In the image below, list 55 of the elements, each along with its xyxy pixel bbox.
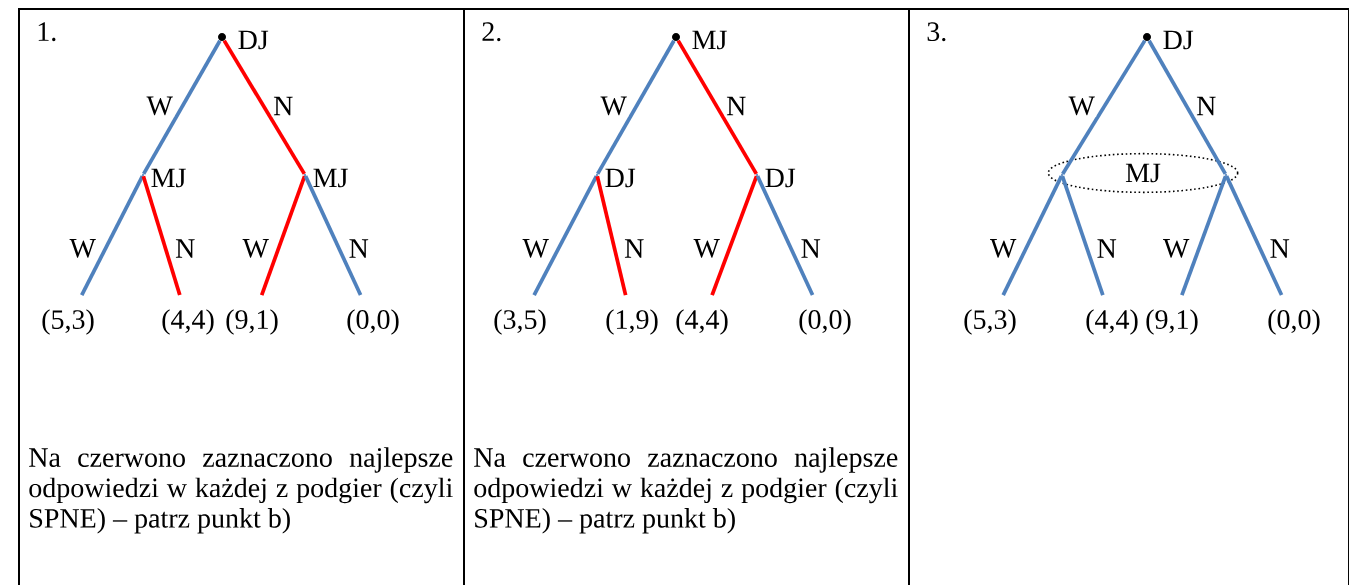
player-label: MJ	[692, 30, 727, 50]
action-label: W	[599, 95, 629, 117]
payoff-label: (0,0)	[347, 309, 399, 335]
action-label: W	[1067, 95, 1097, 117]
payoff-label: (1,9)	[606, 309, 658, 335]
branch-line	[141, 175, 182, 296]
action-label: N	[799, 238, 823, 259]
branch-line	[1224, 175, 1284, 296]
branch-line	[676, 39, 758, 175]
branch-line	[532, 175, 599, 296]
action-label: W	[1161, 237, 1191, 260]
action-label: N	[173, 238, 197, 259]
action-label: N	[724, 95, 748, 117]
branch-line	[596, 39, 676, 175]
payoff-label: (9,1)	[226, 309, 278, 335]
action-label: W	[68, 237, 98, 260]
player-label: MJ	[151, 168, 186, 188]
branch-line	[710, 175, 759, 296]
action-label: N	[1268, 238, 1292, 259]
action-label: N	[1194, 95, 1218, 117]
player-label: DJ	[765, 168, 796, 188]
action-label: W	[521, 237, 551, 260]
payoff-label: (4,4)	[676, 309, 728, 335]
branch-line	[1060, 175, 1105, 296]
branch-line	[1001, 175, 1064, 296]
action-label: N	[1095, 238, 1119, 259]
player-label: DJ	[238, 30, 269, 50]
payoff-label: (4,4)	[162, 309, 214, 335]
action-label: W	[145, 95, 175, 117]
branch-line	[1061, 39, 1147, 175]
payoff-label: (5,3)	[42, 309, 94, 335]
action-label: N	[271, 95, 295, 117]
action-label: N	[622, 238, 646, 259]
branch-line	[755, 175, 815, 296]
action-label: W	[988, 237, 1018, 260]
branch-line	[303, 175, 363, 296]
action-label: N	[347, 238, 371, 259]
payoff-label: (0,0)	[1268, 309, 1320, 335]
player-label: DJ	[1163, 30, 1194, 50]
player-label: DJ	[605, 168, 636, 188]
player-label: MJ	[313, 168, 348, 188]
payoff-label: (4,4)	[1086, 309, 1138, 335]
branch-line	[1180, 175, 1228, 296]
payoff-label: (9,1)	[1146, 309, 1198, 335]
branch-line	[259, 175, 307, 296]
payoff-label: (3,5)	[494, 309, 546, 335]
branch-line	[1147, 39, 1227, 175]
branch-line	[222, 39, 306, 175]
branch-line	[595, 175, 628, 296]
branch-line	[80, 175, 145, 296]
branch-line	[142, 39, 222, 175]
action-label: W	[241, 237, 271, 260]
payoff-label: (0,0)	[799, 309, 851, 335]
payoff-label: (5,3)	[964, 309, 1016, 335]
action-label: W	[692, 237, 722, 260]
